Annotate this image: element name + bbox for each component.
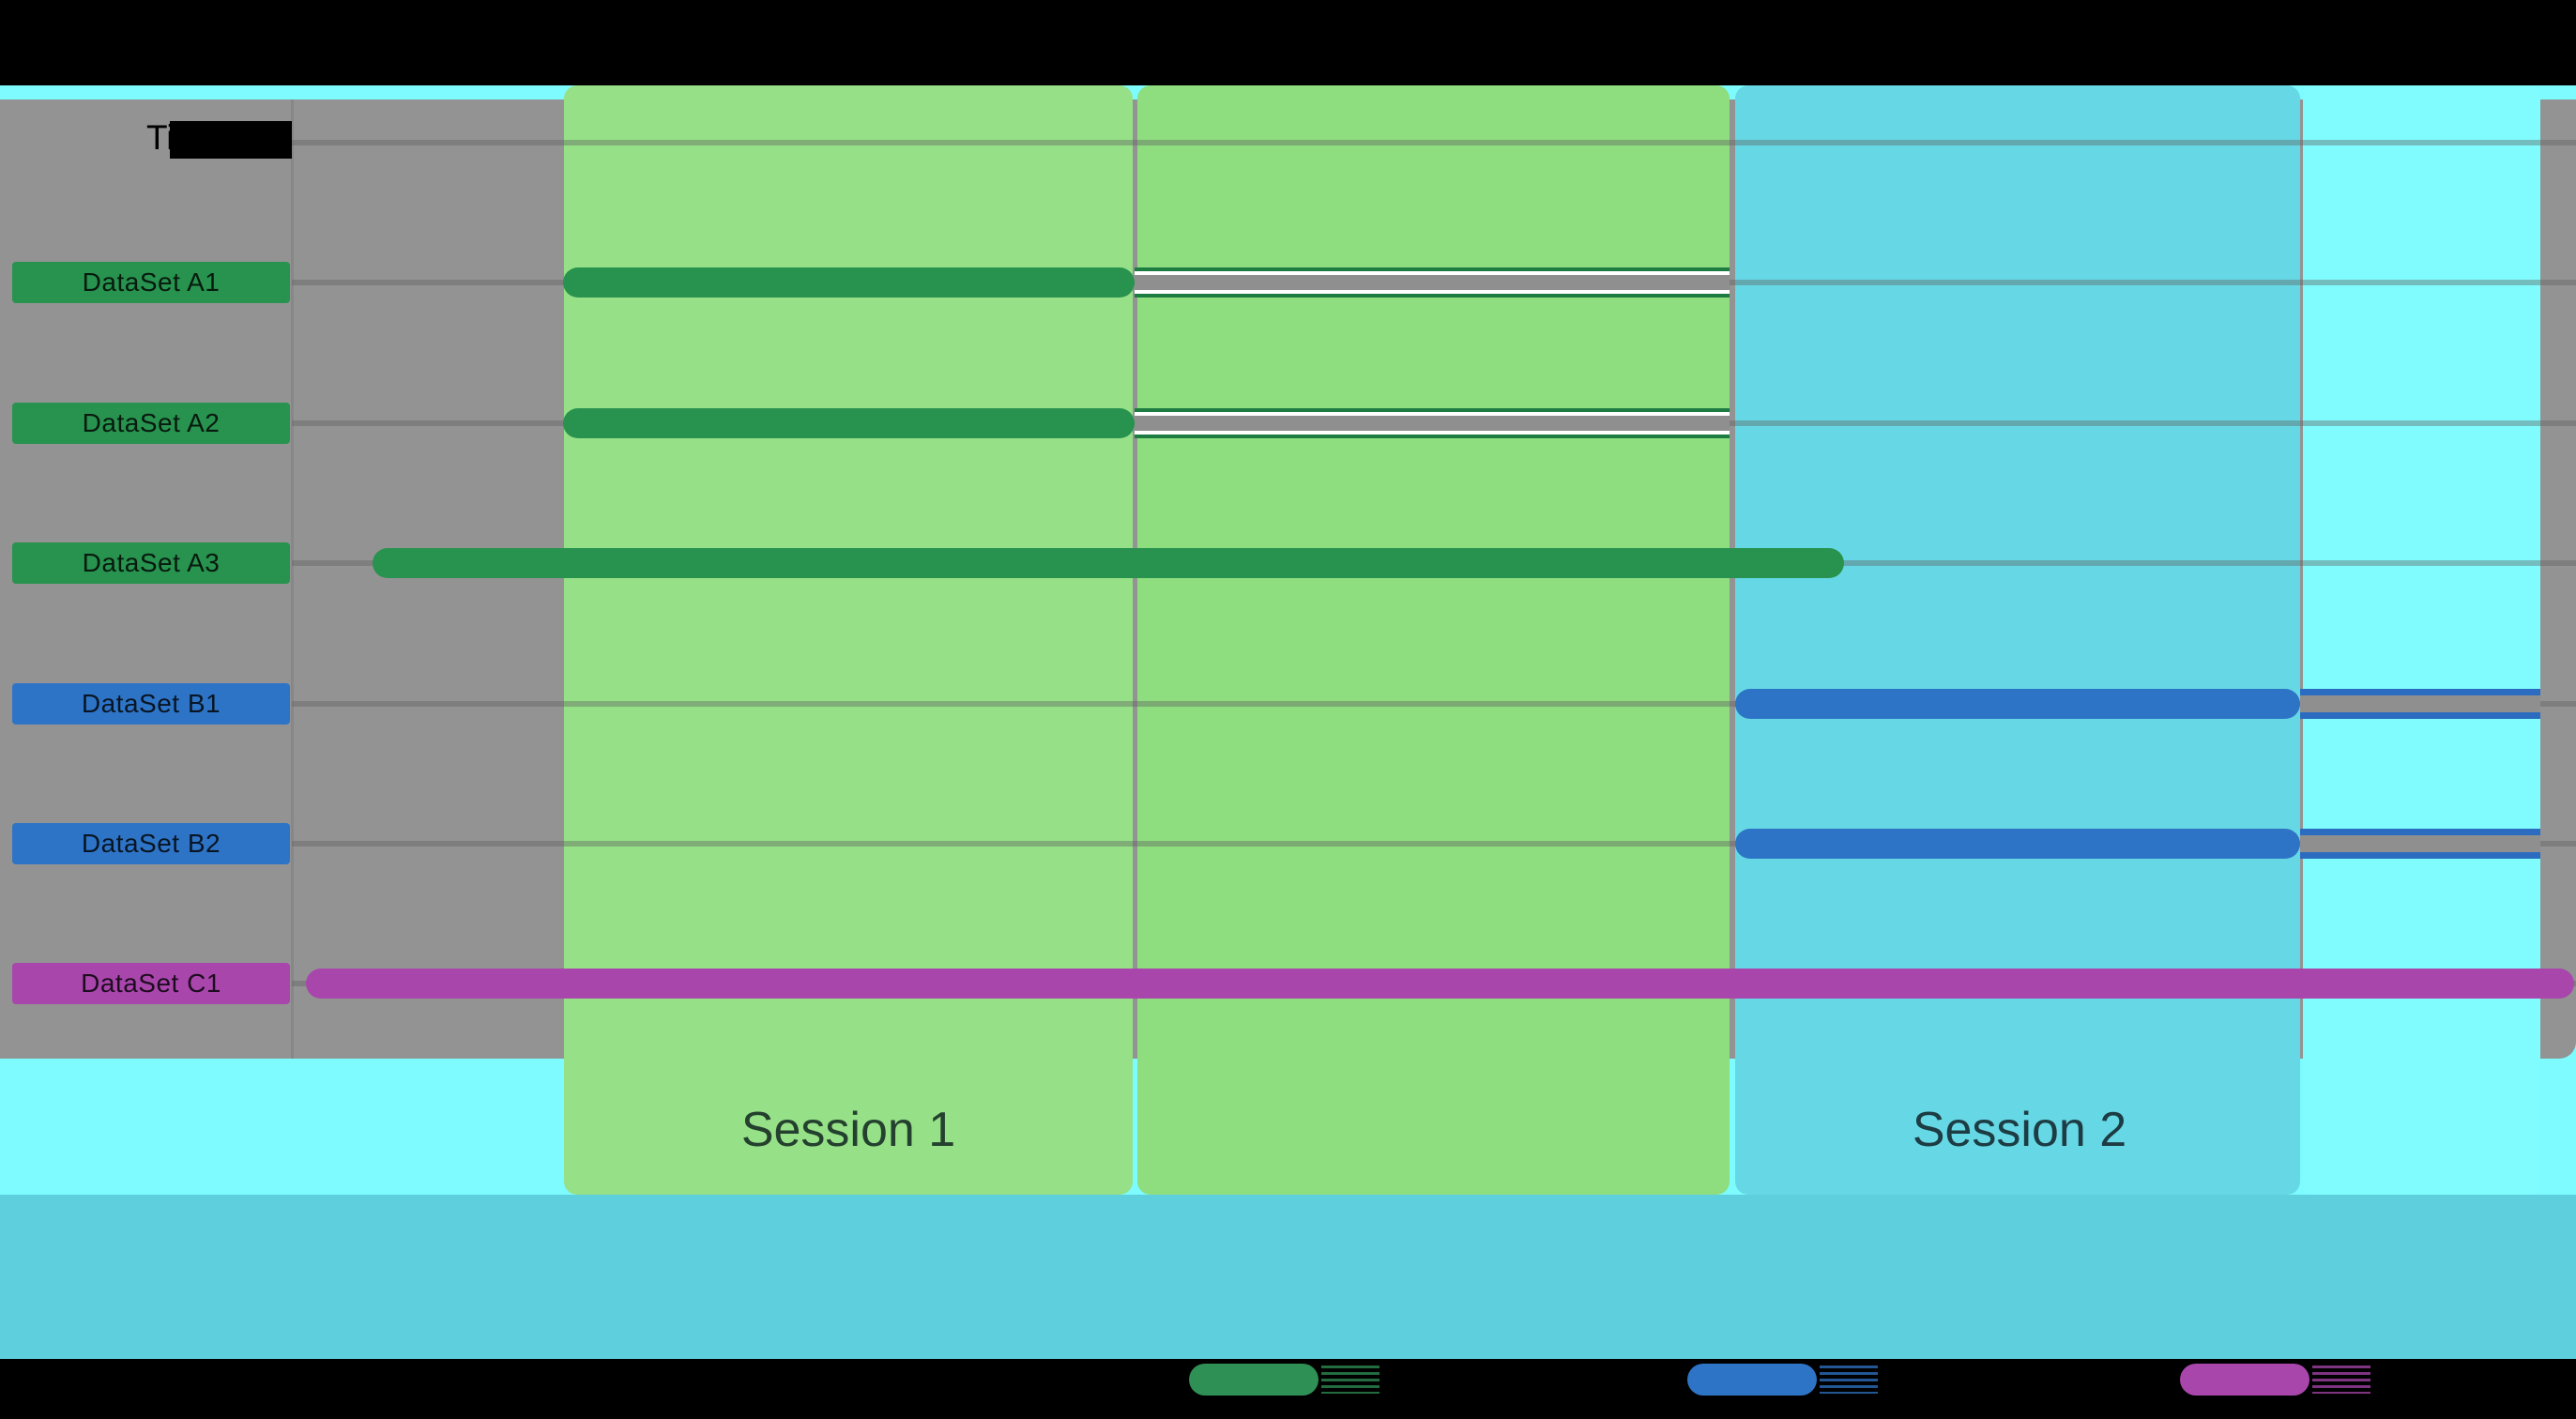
timeline-bar-dataset-a3[interactable] bbox=[373, 548, 1844, 578]
timeline-bar-dataset-b1[interactable] bbox=[1735, 689, 2300, 719]
session-highlight-rect-2 bbox=[1137, 85, 1730, 1195]
legend-label-redacted-stripes-1 bbox=[1321, 1366, 1379, 1394]
legend-pill-1[interactable] bbox=[1189, 1364, 1318, 1396]
timeline-bar-dataset-b2[interactable] bbox=[1735, 829, 2300, 859]
session-highlight-rect-3 bbox=[1735, 85, 2300, 1195]
bar-extension-dataset-a1 bbox=[1135, 267, 1730, 298]
session-highlight-rect-4 bbox=[2303, 85, 2540, 1195]
bar-extension-dataset-a2 bbox=[1135, 408, 1730, 438]
bar-extension-dataset-b1 bbox=[2300, 689, 2540, 719]
legend-pill-2[interactable] bbox=[1687, 1364, 1817, 1396]
y-axis-line bbox=[291, 99, 294, 1059]
timeline-bar-dataset-a2[interactable] bbox=[563, 408, 1135, 438]
session-label-1: Session 1 bbox=[740, 1103, 956, 1157]
redaction-box-axis-title bbox=[170, 121, 292, 159]
timeline-bar-dataset-c1[interactable] bbox=[306, 969, 2574, 999]
bottom-axis-band bbox=[0, 1195, 2576, 1359]
row-gridline-5 bbox=[292, 841, 2576, 847]
top-letterbox-bar bbox=[0, 0, 2576, 85]
row-label-dataset-a3: DataSet A3 bbox=[12, 542, 290, 584]
row-label-dataset-a1: DataSet A1 bbox=[12, 262, 290, 303]
timeline-bar-dataset-a1[interactable] bbox=[563, 267, 1135, 298]
row-label-dataset-c1: DataSet C1 bbox=[12, 963, 290, 1004]
row-gridline-0 bbox=[292, 140, 2576, 145]
legend-label-redacted-stripes-3 bbox=[2312, 1366, 2370, 1394]
session-highlight-rect-1 bbox=[564, 85, 1133, 1195]
legend-label-redacted-stripes-2 bbox=[1820, 1366, 1878, 1394]
row-label-dataset-a2: DataSet A2 bbox=[12, 403, 290, 444]
legend-pill-3[interactable] bbox=[2180, 1364, 2309, 1396]
row-label-dataset-b1: DataSet B1 bbox=[12, 683, 290, 725]
row-gridline-4 bbox=[292, 701, 2576, 707]
row-label-dataset-b2: DataSet B2 bbox=[12, 823, 290, 864]
bar-extension-dataset-b2 bbox=[2300, 829, 2540, 859]
session-label-3: Session 2 bbox=[1912, 1103, 2127, 1157]
